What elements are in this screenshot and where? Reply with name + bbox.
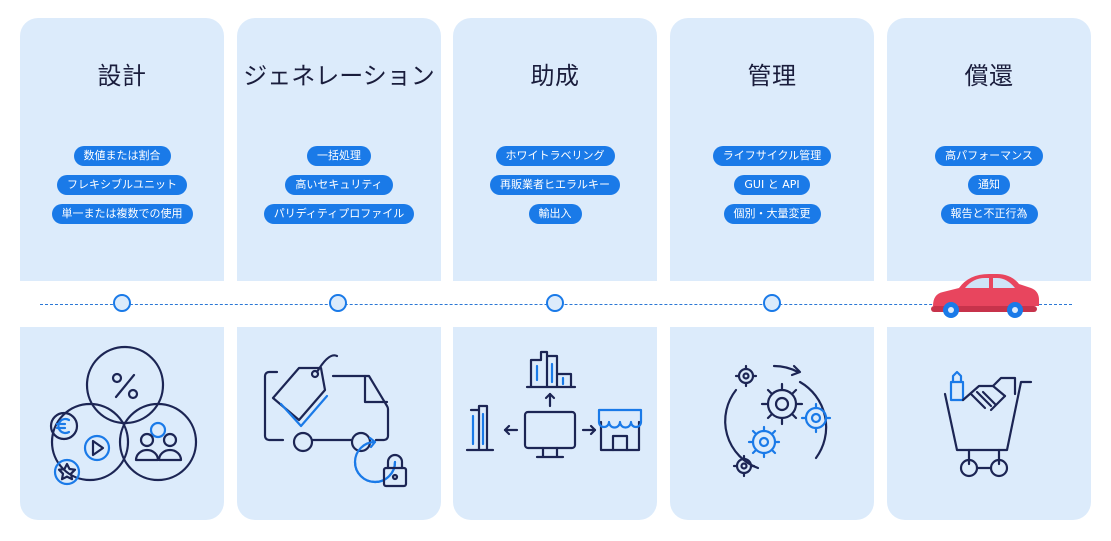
stage-tag: 数値または割合 <box>74 146 171 166</box>
stage-tag-list: 一括処理 高いセキュリティ パリディティプロファイル <box>237 146 441 224</box>
cart-handshake-icon <box>887 330 1091 518</box>
percent-euro-play-star-users-venn-icon <box>20 330 224 518</box>
stage-tag: 単一または複数での使用 <box>52 204 193 224</box>
stage-tag: 再販業者ヒエラルキー <box>490 175 620 195</box>
stage-tag: フレキシブルユニット <box>57 175 187 195</box>
stage-title: ジェネレーション <box>237 56 441 91</box>
stage-tag-list: ホワイトラベリング 再販業者ヒエラルキー 輸出入 <box>453 146 657 224</box>
stage-tag-list: 高パフォーマンス 通知 報告と不正行為 <box>887 146 1091 224</box>
stage-title: 設計 <box>20 56 224 91</box>
stage-tag-list: ライフサイクル管理 GUI と API 個別・大量変更 <box>670 146 874 224</box>
timeline-node <box>546 294 564 312</box>
red-car-icon <box>927 270 1041 322</box>
timeline-node <box>329 294 347 312</box>
stage-tag: 通知 <box>968 175 1010 195</box>
stage-tag: 個別・大量変更 <box>724 204 821 224</box>
timeline-node <box>763 294 781 312</box>
stage-tag: 報告と不正行為 <box>941 204 1038 224</box>
stage-tag-list: 数値または割合 フレキシブルユニット 単一または複数での使用 <box>20 146 224 224</box>
stage-tag: ライフサイクル管理 <box>713 146 831 166</box>
stage-tag: 輸出入 <box>529 204 582 224</box>
stage-tag: 高パフォーマンス <box>935 146 1043 166</box>
timeline-node <box>113 294 131 312</box>
stage-tag: パリディティプロファイル <box>264 204 415 224</box>
buildings-computer-shop-distribution-icon <box>453 330 657 518</box>
stage-tag: GUI と API <box>734 175 809 195</box>
stage-tag: ホワイトラベリング <box>496 146 615 166</box>
truck-tag-lock-icon <box>237 330 441 518</box>
stage-tag: 高いセキュリティ <box>285 175 392 195</box>
stage-title: 償還 <box>887 56 1091 91</box>
stage-title: 助成 <box>453 56 657 91</box>
stage-tag: 一括処理 <box>307 146 371 166</box>
stage-title: 管理 <box>670 56 874 91</box>
gears-cycle-icon <box>670 330 874 518</box>
